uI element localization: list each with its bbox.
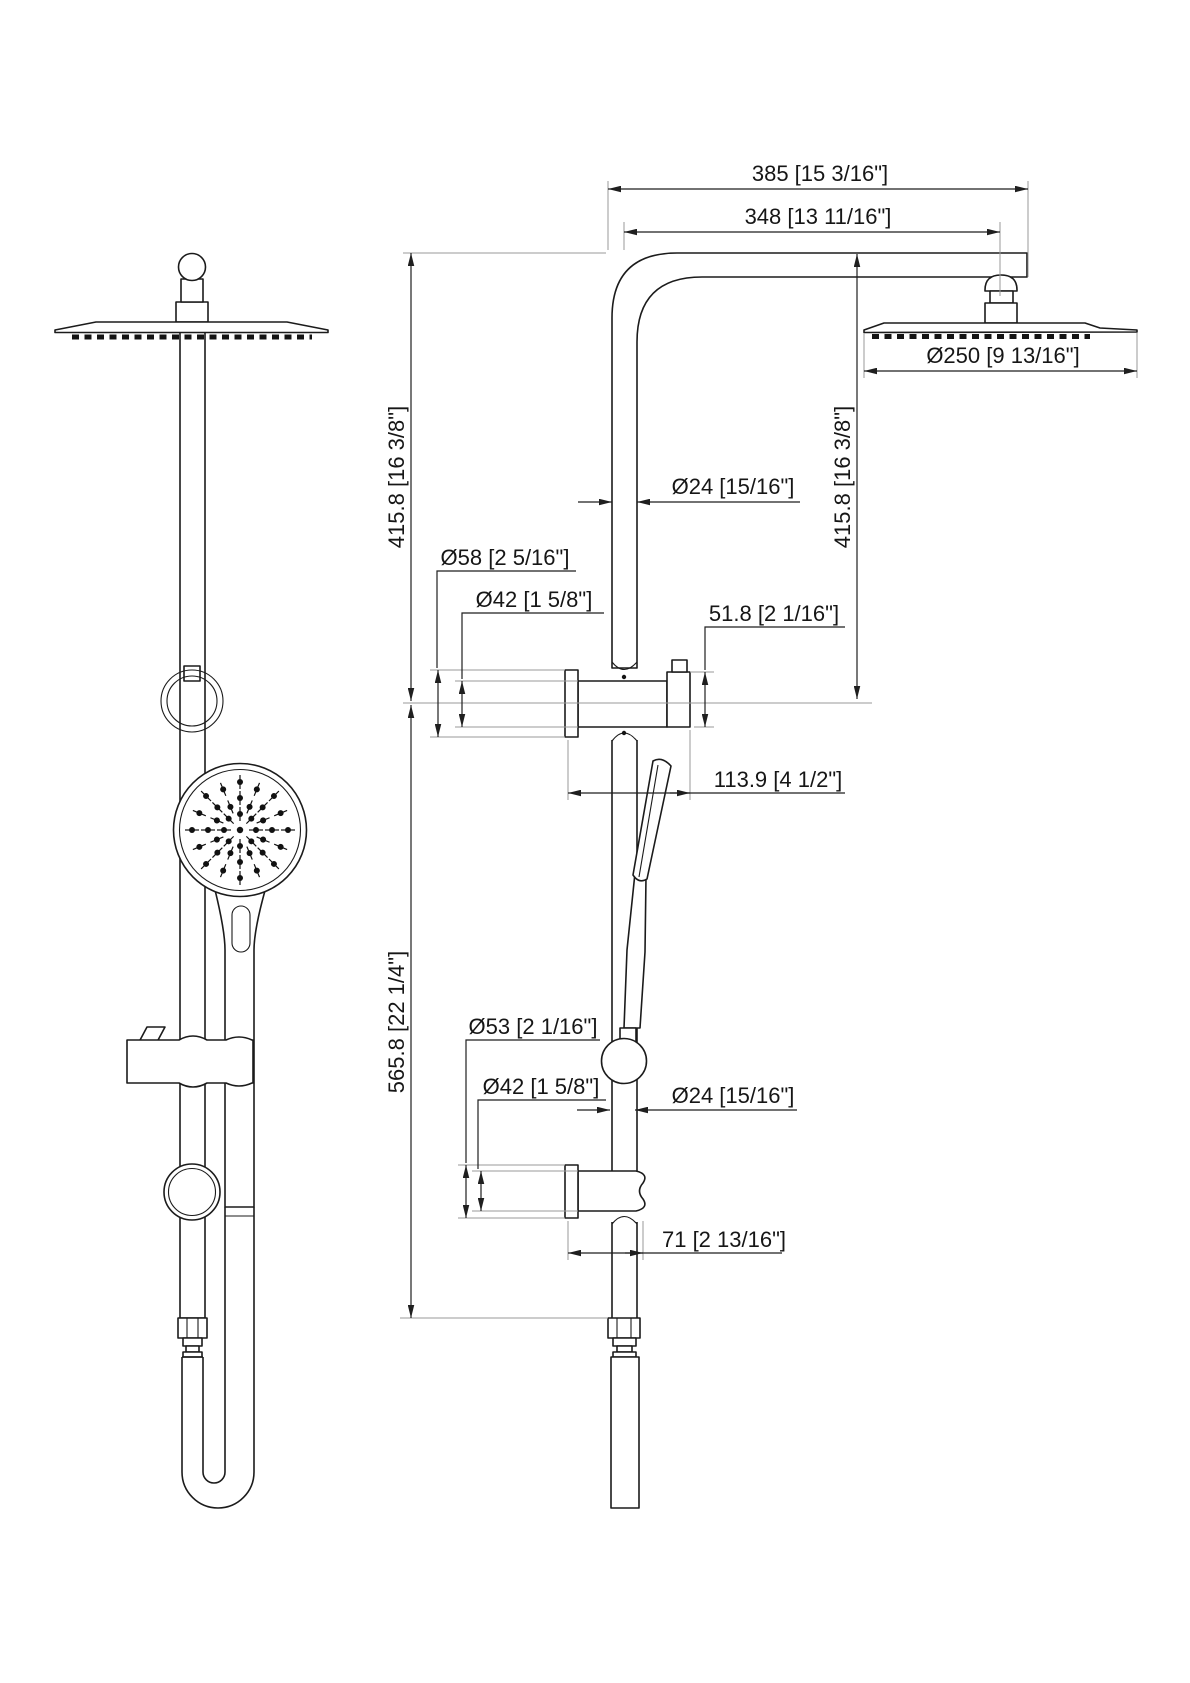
side-head-connector-neck bbox=[989, 290, 1014, 304]
dim-pipe-diameter-upper: Ø24 [15/16"] bbox=[672, 474, 795, 499]
front-upper-bracket-ring-outer bbox=[160, 669, 224, 733]
dim-lower-height: 565.8 [22 1/4"] bbox=[384, 951, 409, 1093]
dim-upper-bracket-height: 51.8 [2 1/16"] bbox=[709, 601, 839, 626]
side-upper-bracket-knob bbox=[671, 659, 688, 673]
side-hand-shower-handle bbox=[623, 872, 647, 1029]
front-lower-bracket-escutcheon-inner bbox=[167, 1167, 217, 1217]
side-lower-bracket-flange bbox=[564, 1164, 579, 1219]
front-slider-block bbox=[126, 1035, 254, 1088]
side-head-ball-joint bbox=[984, 274, 1018, 292]
side-pipe-cap bbox=[611, 661, 638, 671]
side-holder-ball bbox=[600, 1037, 648, 1085]
side-hose-coupling-ridge bbox=[616, 1345, 633, 1353]
front-view bbox=[54, 252, 329, 1509]
dim-upper-bracket-body: Ø42 [1 5/8"] bbox=[476, 587, 593, 612]
front-upper-bracket-ring-inner bbox=[166, 675, 218, 727]
side-head-connector-base bbox=[984, 302, 1018, 324]
side-hose-coupling bbox=[612, 1337, 637, 1347]
dim-upper-height-right: 415.8 [16 3/8"] bbox=[830, 406, 855, 548]
dim-upper-bracket-flange: Ø58 [2 5/16"] bbox=[441, 545, 570, 570]
dim-lower-bracket-flange: Ø53 [2 1/16"] bbox=[469, 1014, 598, 1039]
front-hand-shower-nozzle-pattern bbox=[185, 775, 295, 885]
side-hose-nut bbox=[607, 1317, 641, 1339]
front-lower-bracket-escutcheon bbox=[163, 1163, 221, 1221]
side-upper-bracket-block bbox=[666, 671, 691, 728]
side-rain-head bbox=[863, 322, 1138, 334]
front-hand-shower-face-rim bbox=[178, 768, 302, 892]
side-upper-bracket-body bbox=[577, 680, 668, 728]
front-hose-nut bbox=[177, 1317, 208, 1339]
side-riser-and-arm bbox=[611, 252, 1028, 669]
side-lower-bracket-body bbox=[577, 1170, 646, 1212]
front-head-connector-base bbox=[175, 301, 209, 323]
front-rain-head bbox=[54, 321, 329, 334]
front-ball-joint bbox=[177, 252, 207, 282]
front-upper-bracket-knob bbox=[183, 665, 201, 682]
front-hose-coupling bbox=[182, 1337, 203, 1347]
front-hose-coupling-ridge bbox=[185, 1345, 200, 1353]
front-head-connector-neck bbox=[180, 278, 204, 303]
dim-lower-bracket-body: Ø42 [1 5/8"] bbox=[483, 1074, 600, 1099]
dimension-labels: 385 [15 3/16"] 348 [13 11/16"] Ø250 [9 1… bbox=[384, 161, 1080, 1252]
front-handle-hang-slot bbox=[231, 905, 251, 953]
dim-arm-reach: 348 [13 11/16"] bbox=[745, 204, 892, 229]
dimension-annotations bbox=[400, 181, 1138, 1319]
side-lower-pipe-shoulder bbox=[611, 1215, 638, 1225]
dim-lower-bracket-depth: 71 [2 13/16"] bbox=[662, 1227, 786, 1252]
side-view bbox=[564, 252, 1138, 1509]
front-hose-loop bbox=[181, 1207, 255, 1509]
dim-head-diameter: Ø250 [9 13/16"] bbox=[926, 343, 1079, 368]
side-hand-shower-head bbox=[632, 758, 672, 882]
dim-arm-length: 385 [15 3/16"] bbox=[752, 161, 888, 186]
dim-pipe-diameter-lower: Ø24 [15/16"] bbox=[672, 1083, 795, 1108]
side-hose bbox=[610, 1356, 640, 1509]
dim-upper-height-left: 415.8 [16 3/8"] bbox=[384, 406, 409, 548]
dim-upper-bracket-depth: 113.9 [4 1/2"] bbox=[714, 767, 843, 792]
